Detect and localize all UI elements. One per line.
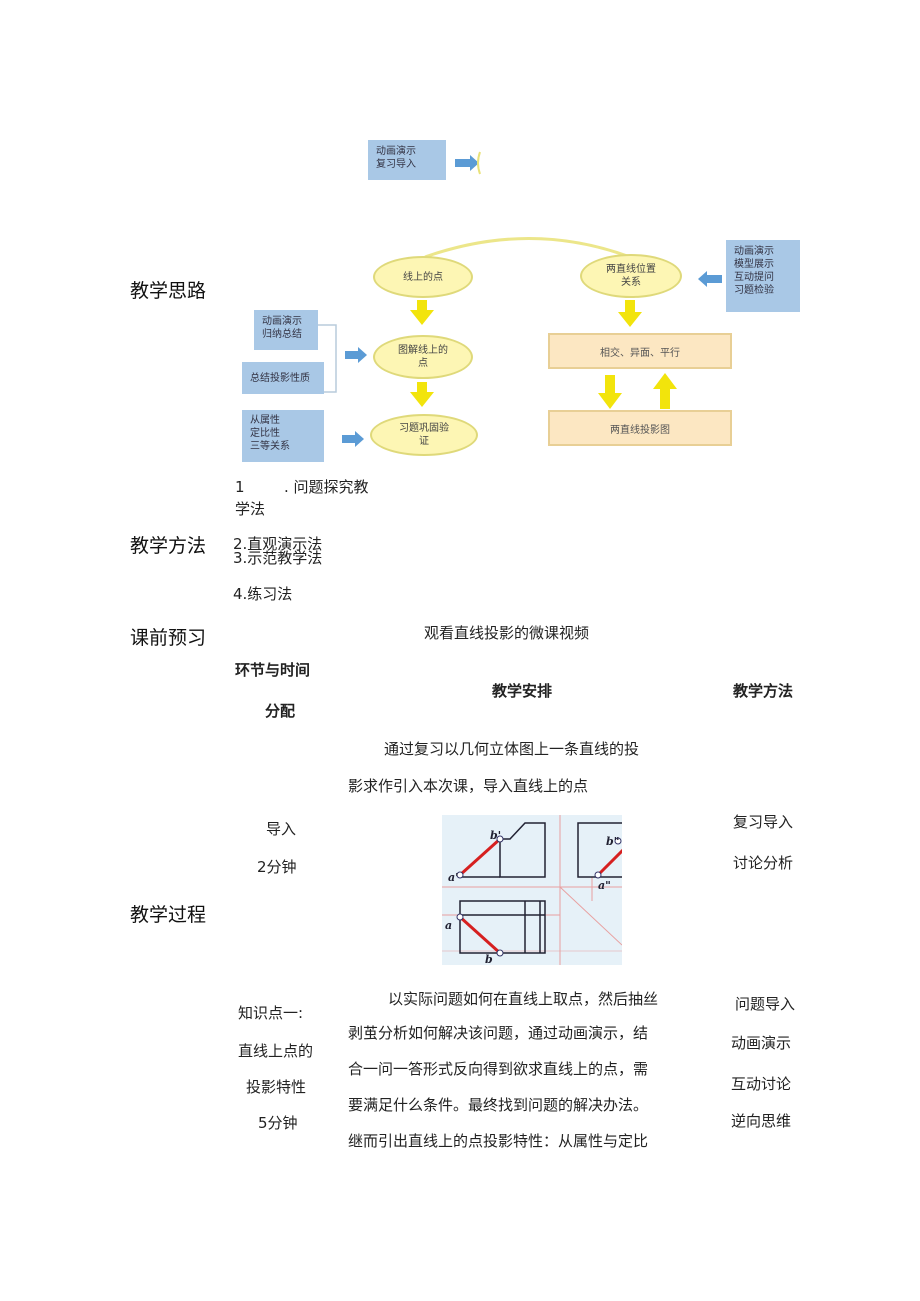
row2-stage-line2: 直线上点的 — [238, 1042, 314, 1060]
label-a: a — [445, 919, 452, 932]
label-b-dprime: b" — [606, 835, 619, 848]
header-methods: 教学方法 — [733, 682, 794, 700]
arc-connector-icon — [424, 237, 631, 259]
method-2: 2.直观演示法 — [233, 535, 323, 553]
arrow-down-icon — [410, 382, 434, 407]
section-label-thinking: 教学思路 — [130, 280, 207, 302]
flow-oval-two-lines: 两直线位置 关系 — [580, 254, 682, 298]
flow-box-demo-summary: 动画演示 归纳总结 — [254, 310, 318, 350]
arrow-down-icon — [410, 300, 434, 325]
row1-time: 2分钟 — [257, 858, 297, 876]
row2-text-line4: 要满足什么条件。最终找到问题的解决办法。 — [348, 1096, 649, 1114]
arrow-up-icon — [653, 373, 677, 409]
method-1-text: . 问题探究教 — [284, 478, 369, 496]
projection-figure: b' a' b" a" a b — [442, 815, 634, 966]
method-4: 4.练习法 — [233, 585, 293, 603]
row2-stage-line3: 投影特性 — [246, 1078, 307, 1096]
method-1-continued: 学法 — [235, 500, 266, 518]
row2-method-3: 互动讨论 — [731, 1075, 792, 1093]
row2-text-line2: 剥茧分析如何解决该问题，通过动画演示，结 — [348, 1024, 649, 1042]
method-3: 3.示范教学法 — [233, 549, 323, 567]
header-arrangement: 教学安排 — [492, 682, 553, 700]
row1-method-1: 复习导入 — [733, 813, 794, 831]
header-stage-time: 环节与时间 — [235, 661, 311, 679]
row2-time: 5分钟 — [258, 1114, 298, 1132]
label-a-dprime: a" — [598, 879, 611, 892]
arrow-right-icon — [455, 155, 479, 171]
teaching-flowchart: 动画演示 复习导入 动画演示 模型展示 互动提问 习题检验 动画演示 归纳总结 … — [230, 130, 820, 480]
row1-stage: 导入 — [266, 820, 297, 838]
arrow-right-icon — [345, 347, 367, 363]
row1-text-line2: 影求作引入本次课，导入直线上的点 — [348, 777, 589, 795]
flow-box-properties: 从属性 定比性 三等关系 — [242, 410, 324, 462]
flow-oval-point-on-line: 线上的点 — [373, 256, 473, 298]
bracket-connector — [318, 324, 337, 393]
preview-text: 观看直线投影的微课视频 — [424, 624, 590, 642]
row2-method-4: 逆向思维 — [731, 1112, 792, 1130]
flow-oval-graphic-point: 图解线上的 点 — [373, 335, 473, 379]
flow-oval-exercise: 习题巩固验 证 — [370, 414, 478, 456]
method-1-number: 1 — [235, 478, 245, 496]
flow-box-demo-model: 动画演示 模型展示 互动提问 习题检验 — [726, 240, 800, 312]
row1-method-2: 讨论分析 — [733, 854, 794, 872]
section-label-preview: 课前预习 — [130, 627, 207, 649]
arrow-down-icon — [618, 300, 642, 327]
partial-arc-icon — [477, 151, 481, 175]
row2-text-line3: 合一问一答形式反向得到欲求直线上的点，需 — [348, 1060, 649, 1078]
flow-box-review-intro: 动画演示 复习导入 — [368, 140, 446, 180]
label-b: b — [485, 953, 493, 965]
arrow-left-icon — [698, 271, 722, 287]
row2-stage-line1: 知识点一: — [238, 1004, 304, 1022]
label-b-prime: b' — [490, 829, 501, 842]
row2-method-2: 动画演示 — [731, 1034, 792, 1052]
row2-method-1: 问题导入 — [735, 995, 796, 1013]
flow-rect-relations: 相交、异面、平行 — [548, 333, 732, 369]
row2-text-line5: 继而引出直线上的点投影特性：从属性与定比 — [348, 1132, 649, 1150]
row2-text-line1: 以实际问题如何在直线上取点，然后抽丝 — [388, 990, 659, 1008]
header-stage-time-cont: 分配 — [265, 702, 296, 720]
section-label-methods: 教学方法 — [130, 535, 207, 557]
flow-rect-projection-drawing: 两直线投影图 — [548, 410, 732, 446]
section-label-process: 教学过程 — [130, 904, 207, 926]
flow-box-projection-props: 总结投影性质 — [242, 362, 324, 394]
label-a-prime: a' — [448, 871, 459, 884]
flowchart-connectors — [318, 151, 722, 447]
arrow-down-icon — [598, 375, 622, 409]
row1-text-line1: 通过复习以几何立体图上一条直线的投 — [384, 740, 640, 758]
projection-diagram: b' a' b" a" a b — [442, 815, 634, 966]
arrow-right-icon — [342, 431, 364, 447]
